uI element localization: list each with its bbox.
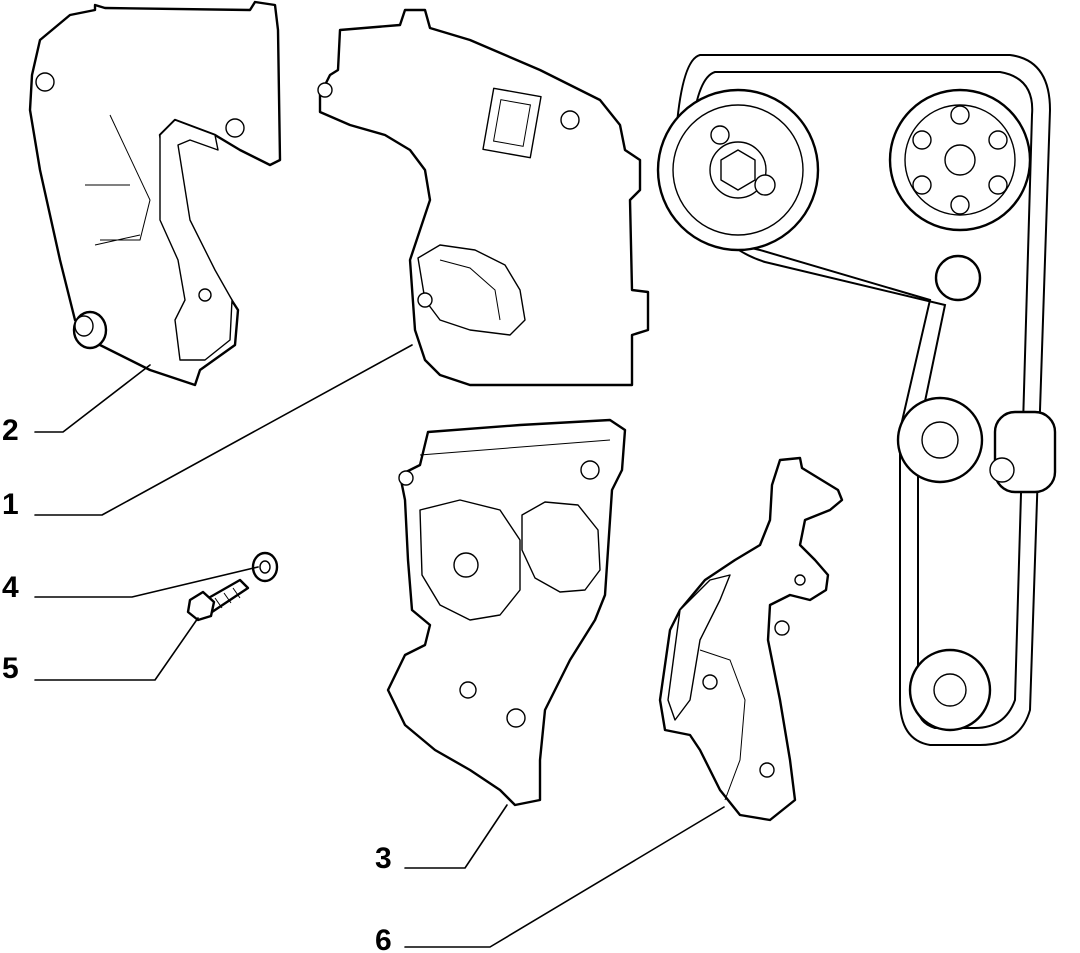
mounting-bracket [658, 456, 844, 822]
washer [251, 551, 279, 583]
leader-line-2 [34, 364, 151, 433]
leader-line-1 [34, 344, 413, 516]
bolt [186, 578, 250, 622]
timing-belt-and-pulleys [656, 54, 1057, 746]
upper-inner-timing-cover [317, 8, 650, 387]
callout-leader-lines [34, 344, 725, 948]
upper-outer-timing-cover [28, 0, 282, 387]
leader-line-4 [34, 566, 259, 598]
callout-2: 2 [2, 414, 19, 447]
callout-5: 5 [2, 652, 19, 685]
callout-6: 6 [375, 924, 392, 953]
leader-line-3 [404, 804, 508, 869]
leader-line-5 [34, 617, 199, 681]
callout-4: 4 [2, 571, 19, 604]
lower-timing-cover [386, 418, 627, 807]
callout-3: 3 [375, 842, 392, 875]
leader-line-6 [404, 806, 725, 948]
callout-1: 1 [2, 488, 19, 521]
